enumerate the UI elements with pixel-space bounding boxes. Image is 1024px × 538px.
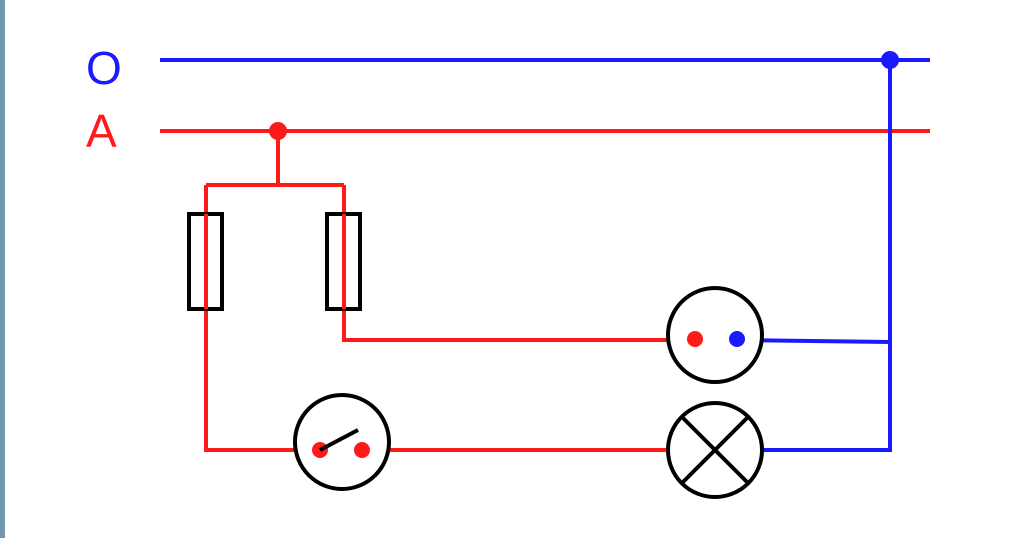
switch-lever bbox=[319, 428, 359, 452]
left-border bbox=[0, 0, 5, 538]
socket-circle bbox=[666, 286, 764, 384]
neutral-label: O bbox=[86, 42, 122, 94]
lamp-cross-2 bbox=[680, 415, 750, 485]
lamp-symbol bbox=[666, 401, 764, 499]
right-branch-wire bbox=[342, 185, 690, 342]
socket-symbol bbox=[666, 286, 764, 384]
neutral-drop-wire bbox=[762, 60, 892, 452]
switch-symbol bbox=[293, 393, 391, 491]
switch-circle bbox=[293, 393, 391, 491]
socket-phase-pin bbox=[687, 331, 703, 347]
phase-label: A bbox=[86, 105, 117, 157]
socket-neutral-pin bbox=[729, 331, 745, 347]
switch-contact-right bbox=[354, 442, 370, 458]
